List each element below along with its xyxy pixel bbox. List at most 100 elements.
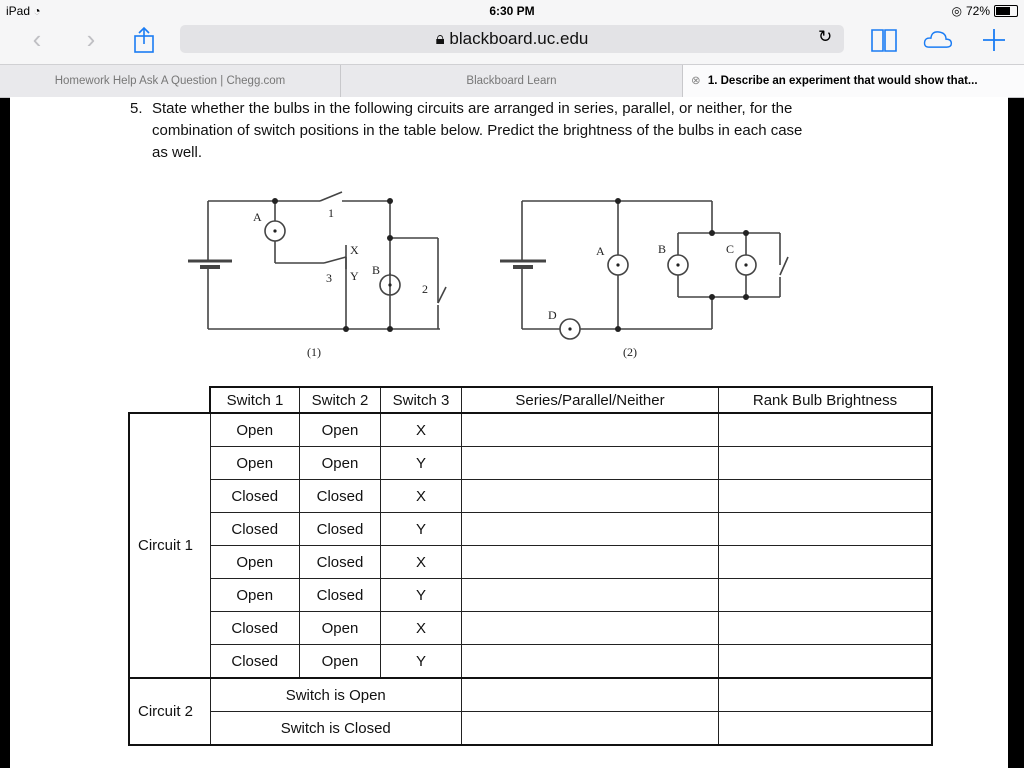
table-header-row: Switch 1 Switch 2 Switch 3 Series/Parall… [129, 386, 933, 414]
table-cell: Open [209, 545, 300, 579]
table-cell: Open [209, 446, 300, 480]
table-cell: Open [299, 412, 381, 447]
circuit1-label: 3 [326, 271, 332, 285]
answer-cell[interactable] [461, 644, 719, 679]
circuit2-caption: (2) [623, 345, 637, 359]
circuit2-label: B [658, 242, 666, 256]
circuit1-caption: (1) [307, 345, 321, 359]
answer-cell[interactable] [718, 711, 933, 746]
table-cell: Y [380, 644, 462, 679]
answer-cell[interactable] [461, 412, 719, 447]
table-cell: Switch is Open [209, 677, 462, 712]
answer-cell[interactable] [718, 545, 933, 579]
switch-1 [319, 191, 343, 202]
question-line: State whether the bulbs in the following… [152, 100, 793, 117]
answer-cell[interactable] [461, 711, 719, 746]
table-cell: Y [380, 512, 462, 546]
table-cell: Open [209, 578, 300, 612]
table-cell: Closed [209, 611, 300, 645]
device-label: iPad [6, 4, 31, 18]
table-cell: X [380, 545, 462, 579]
answer-cell[interactable] [718, 611, 933, 645]
question-line: combination of switch positions in the t… [152, 122, 803, 139]
answer-cell[interactable] [461, 611, 719, 645]
table-row: Closed Open Y [129, 644, 933, 679]
reload-icon[interactable]: ↻ [818, 27, 833, 46]
answer-cell[interactable] [461, 545, 719, 579]
circuit-diagrams: A 1 X Y 3 B 2 (1) [188, 191, 789, 359]
answer-cell[interactable] [718, 512, 933, 546]
table-cell: Closed [209, 644, 300, 679]
table-cell: Closed [299, 479, 381, 513]
col-header: Switch 3 [380, 386, 462, 414]
table-cell: X [380, 479, 462, 513]
tab-chegg[interactable]: Homework Help Ask A Question | Chegg.com [0, 65, 341, 97]
address-bar[interactable]: 🔒︎ blackboard.uc.edu [180, 25, 844, 53]
table-cell: Open [299, 644, 381, 679]
status-time: 6:30 PM [489, 4, 535, 18]
table-cell: Y [380, 578, 462, 612]
battery-icon [994, 5, 1018, 17]
answer-cell[interactable] [718, 677, 933, 712]
tab-label: 1. Describe an experiment that would sho… [707, 75, 978, 87]
tab-describe-experiment[interactable]: ⊗ 1. Describe an experiment that would s… [683, 65, 1024, 97]
circuit-1-diagram [188, 191, 447, 330]
status-right: ◎ 72% [951, 4, 1018, 18]
answer-cell[interactable] [718, 479, 933, 513]
bulb-b [379, 274, 401, 296]
table-cell: Y [380, 446, 462, 480]
answer-table: Switch 1 Switch 2 Switch 3 Series/Parall… [128, 386, 933, 746]
answer-cell[interactable] [718, 412, 933, 447]
document-page: 5. State whether the bulbs in the follow… [10, 97, 1008, 768]
lock-icon: 🔒︎ [435, 29, 445, 48]
share-icon[interactable] [130, 26, 158, 54]
battery-fill [996, 7, 1010, 15]
table-cell: Closed [209, 479, 300, 513]
new-tab-icon[interactable] [978, 24, 1010, 56]
circuit1-label: A [253, 210, 262, 224]
tab-label: Homework Help Ask A Question | Chegg.com [54, 75, 286, 87]
table-cell: Open [299, 611, 381, 645]
table-cell: Open [299, 446, 381, 480]
answer-cell[interactable] [461, 446, 719, 480]
circuit-2-diagram [500, 200, 789, 340]
close-tab-icon[interactable]: ⊗ [691, 75, 701, 87]
table-row: Circuit 2 Switch is Open [128, 677, 933, 746]
table-row: Closed Closed Y [129, 512, 933, 546]
wifi-icon: ◔ [33, 4, 41, 18]
forward-icon[interactable]: › [86, 24, 96, 54]
circuit2-label: A [596, 244, 605, 258]
answer-cell[interactable] [718, 644, 933, 679]
col-header: Series/Parallel/Neither [461, 386, 719, 414]
answer-cell[interactable] [461, 512, 719, 546]
circuit2-label: D [548, 308, 557, 322]
table-cell: X [380, 611, 462, 645]
table-cell: Closed [209, 512, 300, 546]
question-text: State whether the bulbs in the following… [152, 98, 892, 164]
answer-cell[interactable] [461, 677, 719, 712]
answer-cell[interactable] [718, 578, 933, 612]
circuit-1-label: Circuit 1 [128, 412, 211, 679]
answer-cell[interactable] [461, 479, 719, 513]
table-row: Switch is Closed [129, 711, 933, 746]
answer-cell[interactable] [718, 446, 933, 480]
bookmarks-icon[interactable] [868, 24, 900, 56]
switch-2 [437, 286, 447, 304]
icloud-tabs-icon[interactable] [922, 24, 954, 56]
circuit2-label: C [726, 242, 734, 256]
back-icon[interactable]: ‹ [32, 24, 42, 54]
table-row: Open Closed X [129, 545, 933, 579]
col-header: Rank Bulb Brightness [718, 386, 933, 414]
question-line: as well. [152, 144, 203, 161]
answer-cell[interactable] [461, 578, 719, 612]
blank-corner [129, 387, 210, 414]
col-header: Switch 1 [209, 386, 300, 414]
table-cell: Closed [299, 512, 381, 546]
table-row: Open Closed Y [129, 578, 933, 612]
circuit1-label: B [372, 263, 380, 277]
circuit1-label: Y [350, 269, 359, 283]
tab-blackboard[interactable]: Blackboard Learn [341, 65, 683, 97]
table-row: Closed Open X [129, 611, 933, 645]
table-cell: Switch is Closed [209, 711, 462, 746]
status-bar: iPad ◔ 6:30 PM ◎ 72% [0, 0, 1024, 22]
